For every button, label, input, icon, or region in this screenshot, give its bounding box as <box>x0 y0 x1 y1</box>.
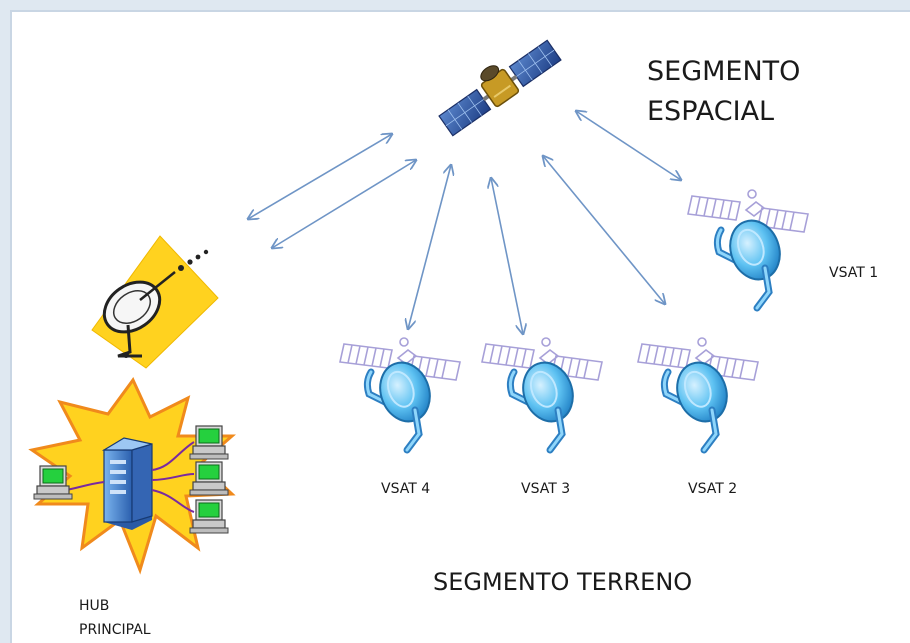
vsat-dish-icon <box>510 356 580 450</box>
arrow-vsat4 <box>408 165 451 329</box>
vsat-4 <box>339 337 461 450</box>
space-segment-label-line1: SEGMENTO <box>647 56 800 87</box>
space-segment-label-line2: ESPACIAL <box>647 96 774 127</box>
vsat2-label: VSAT 2 <box>688 481 737 497</box>
vsat4-label: VSAT 4 <box>381 481 430 497</box>
vsat1-label: VSAT 1 <box>829 265 878 281</box>
hub-label-line2: PRINCIPAL <box>79 622 151 638</box>
arrow-hub-downlink <box>272 160 416 248</box>
vsat-2 <box>637 337 759 450</box>
computer-icon <box>33 465 73 500</box>
vsat-1 <box>687 189 809 308</box>
computer-icon <box>189 425 229 460</box>
satellite-icon <box>438 39 562 137</box>
hub-antenna-icon <box>91 235 219 369</box>
arrow-hub-uplink <box>248 134 392 219</box>
vsat-dish-icon <box>664 356 734 450</box>
arrow-vsat3 <box>491 178 523 334</box>
arrow-vsat1 <box>576 111 681 180</box>
link-arrows <box>248 111 681 334</box>
ground-segment-label: SEGMENTO TERRENO <box>433 568 692 596</box>
vsat3-label: VSAT 3 <box>521 481 570 497</box>
computer-icon <box>189 499 229 534</box>
vsat-3 <box>481 337 603 450</box>
arrow-vsat2 <box>543 156 665 304</box>
hub-label-line1: HUB <box>79 598 109 614</box>
computer-icon <box>189 461 229 496</box>
hub-server-icon <box>101 437 153 530</box>
